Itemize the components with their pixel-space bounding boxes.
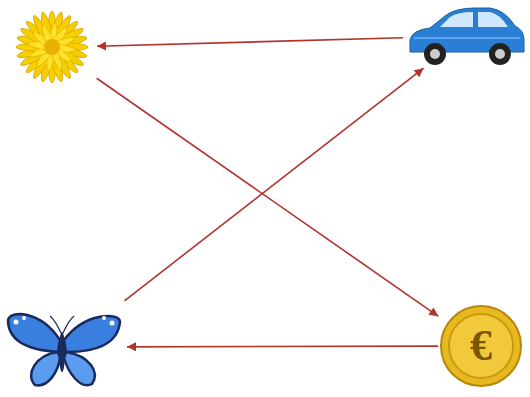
coin-node: € [440,305,522,387]
dandelion-icon [16,11,88,83]
arrow-connector [124,68,423,301]
arrow-connector [97,38,403,47]
node-label: € [470,324,492,368]
coin-icon [441,306,521,386]
butterfly-icon [8,314,120,385]
butterfly-node [5,302,125,392]
car-icon [410,8,524,65]
arrow-connector [127,345,438,347]
arrow-connector [97,78,439,316]
car-node [405,5,525,67]
flower-node [10,5,95,90]
